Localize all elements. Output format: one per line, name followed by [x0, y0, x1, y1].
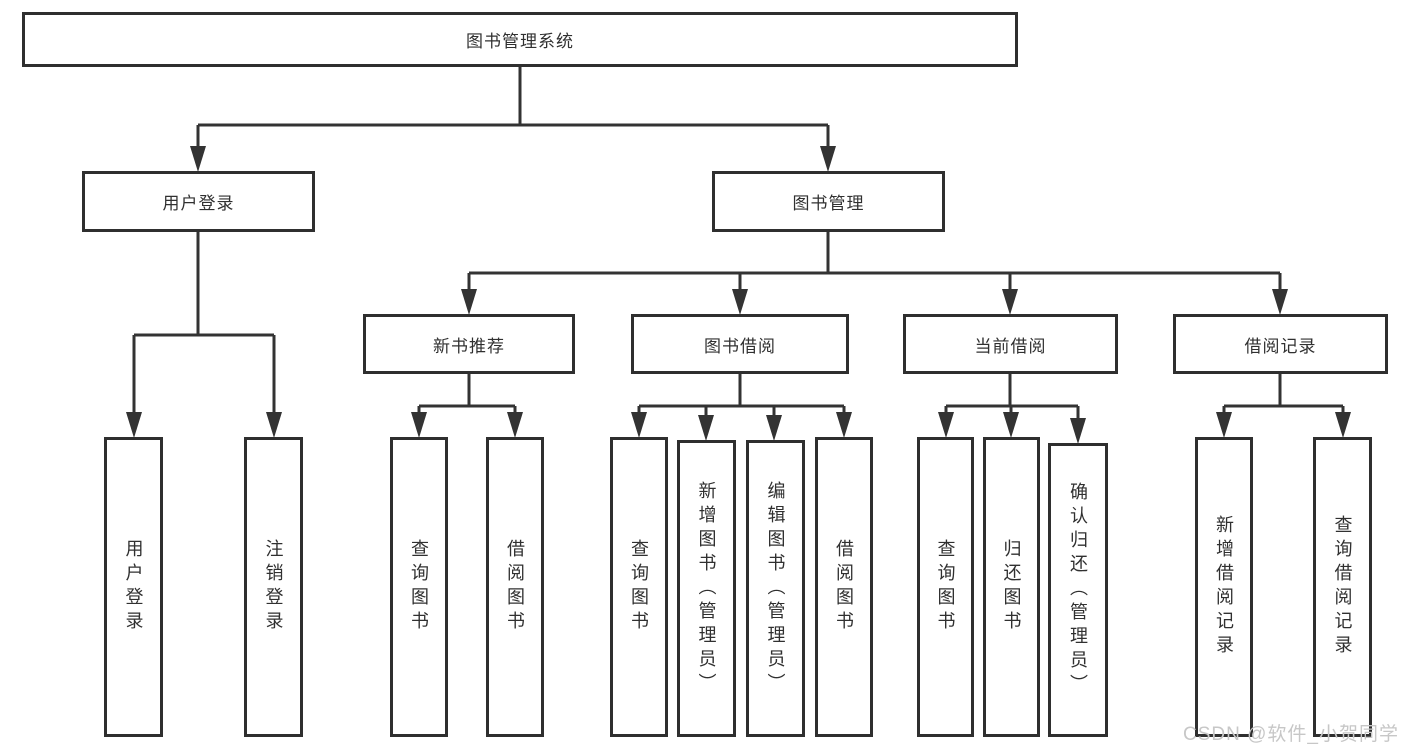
node-book-borrowing: 图书借阅 — [631, 314, 849, 374]
leaf-edit-book-admin: 编辑图书（管理员） — [746, 440, 805, 737]
node-new-book-recommend: 新书推荐 — [363, 314, 575, 374]
leaf-logout: 注销登录 — [244, 437, 303, 737]
leaf-add-book-admin: 新增图书（管理员） — [677, 440, 736, 737]
leaf-query-borrow-record: 查询借阅记录 — [1313, 437, 1372, 737]
node-borrowing-records: 借阅记录 — [1173, 314, 1388, 374]
node-current-borrowing: 当前借阅 — [903, 314, 1118, 374]
edge-new-book-rec-to-leaves — [411, 374, 523, 438]
leaf-add-borrow-record: 新增借阅记录 — [1195, 437, 1253, 737]
leaf-user-login: 用户登录 — [104, 437, 163, 737]
node-user-login: 用户登录 — [82, 171, 315, 232]
edge-book-borrow-to-leaves — [631, 374, 852, 441]
leaf-query-books-borrowing: 查询图书 — [610, 437, 668, 737]
edge-book-mgmt-to-level3 — [461, 232, 1288, 315]
watermark: CSDN @软件_小贺同学 — [1183, 724, 1399, 745]
leaf-confirm-return-admin: 确认归还（管理员） — [1048, 443, 1108, 737]
leaf-return-book: 归还图书 — [983, 437, 1040, 737]
leaf-query-books-current: 查询图书 — [917, 437, 974, 737]
edge-borrow-records-to-leaves — [1216, 374, 1351, 438]
leaf-borrow-books-recommend: 借阅图书 — [486, 437, 544, 737]
node-root-system: 图书管理系统 — [22, 12, 1018, 67]
node-book-management: 图书管理 — [712, 171, 945, 232]
edge-current-borrow-to-leaves — [938, 374, 1086, 444]
edge-root-to-level2 — [190, 67, 836, 172]
leaf-query-books-recommend: 查询图书 — [390, 437, 448, 737]
leaf-borrow-books-borrowing: 借阅图书 — [815, 437, 873, 737]
edge-user-login-to-leaves — [126, 232, 282, 438]
